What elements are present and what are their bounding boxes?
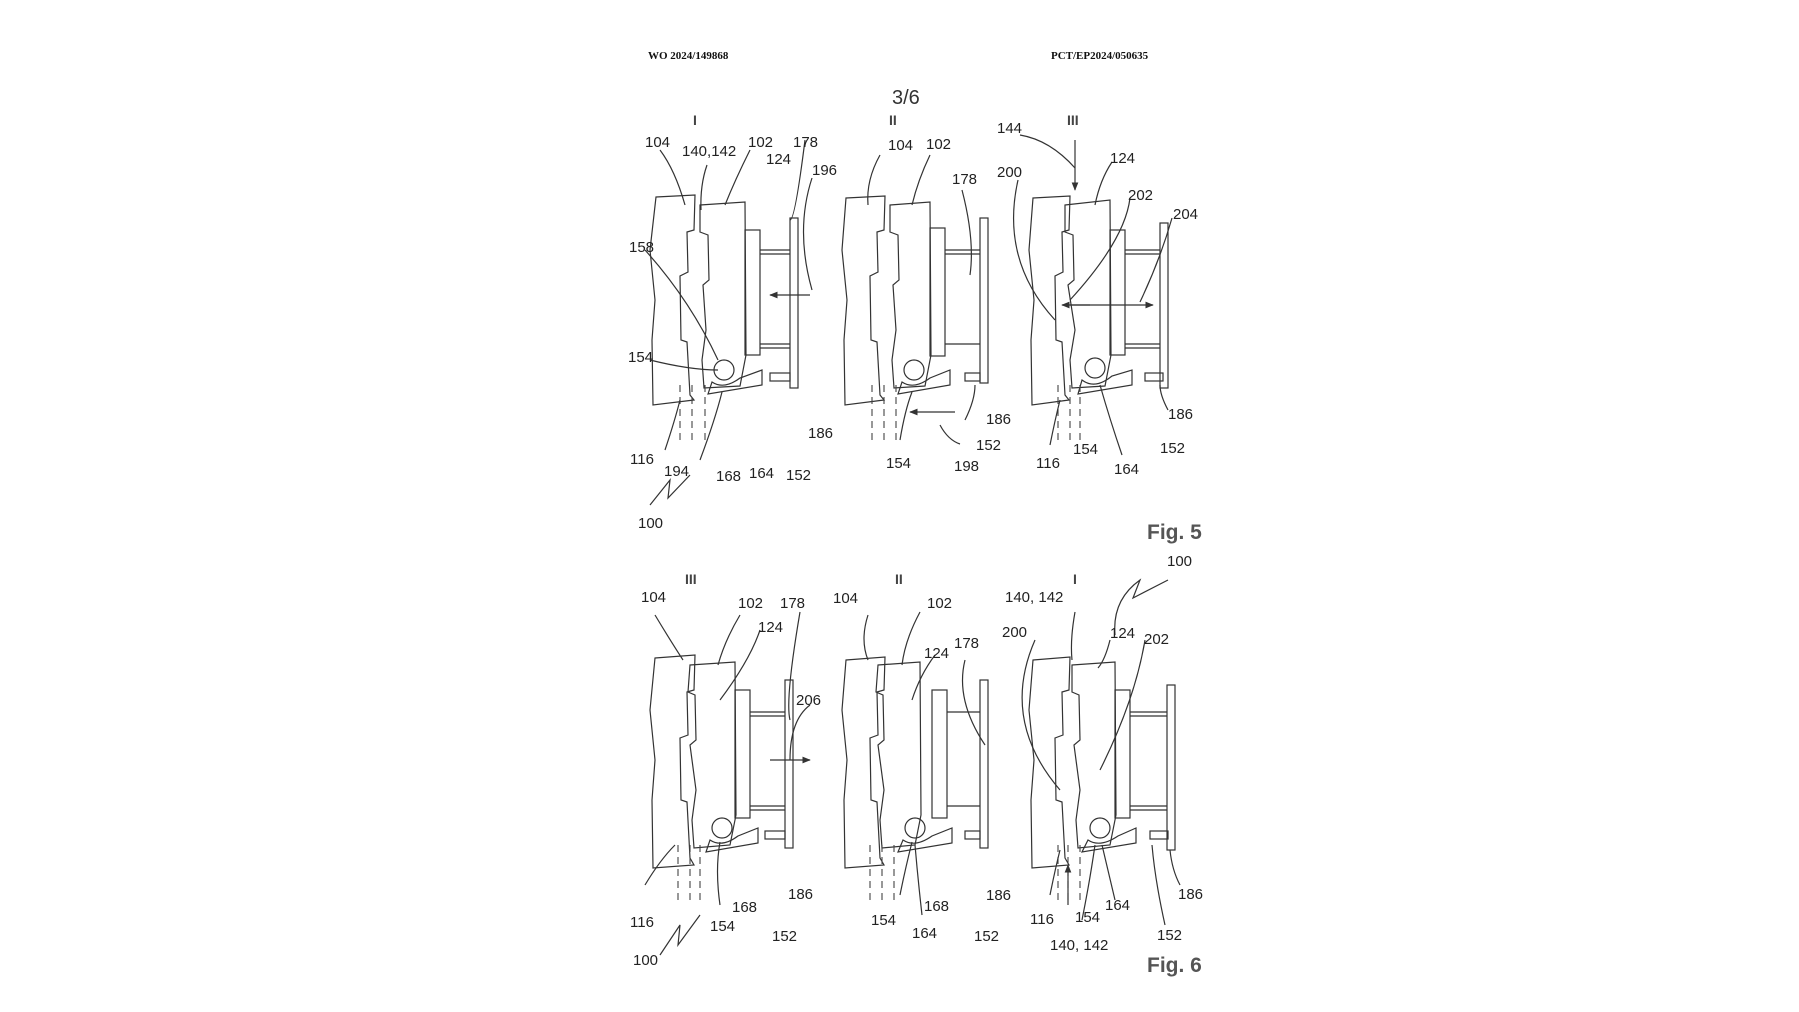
fig5-label-124: 124 — [766, 151, 791, 168]
figure-5: I 104 140,142 102 178 124 196 158 154 11… — [628, 112, 1202, 544]
fig6-p1-label-164: 164 — [1105, 897, 1130, 914]
fig5-p3-label-202: 202 — [1128, 187, 1153, 204]
fig5-panel-3: III 144 124 200 202 204 116 154 164 152 … — [997, 112, 1198, 478]
fig6-p3-label-124: 124 — [758, 619, 783, 636]
fig5-label-116: 116 — [630, 451, 654, 468]
fig5-label-194: 194 — [664, 463, 689, 480]
fig5-panel1-position: I — [693, 112, 697, 128]
fig5-label-168: 168 — [716, 468, 741, 485]
fig6-p3-label-186: 186 — [788, 886, 813, 903]
fig6-panel1-position: I — [1073, 571, 1077, 587]
fig6-panel-2: II 104 102 124 178 154 164 168 152 186 — [833, 571, 1011, 945]
fig5-p2-label-152: 152 — [976, 437, 1001, 454]
fig5-label-100: 100 — [638, 515, 663, 532]
fig6-panel-1: I 100 140, 142 200 124 202 116 154 140, … — [1002, 553, 1203, 954]
fig6-p3-label-152: 152 — [772, 928, 797, 945]
fig5-p2-label-154: 154 — [886, 455, 911, 472]
fig5-label-196: 196 — [812, 162, 837, 179]
fig5-label-158: 158 — [629, 239, 654, 256]
sheet-number: 3/6 — [892, 87, 920, 109]
fig5-p3-label-204: 204 — [1173, 206, 1198, 223]
fig5-p3-label-124: 124 — [1110, 150, 1135, 167]
fig6-p1-label-100: 100 — [1167, 553, 1192, 570]
figure-6: III 104 102 178 124 206 116 154 168 152 … — [630, 553, 1203, 977]
fig6-p2-label-186: 186 — [986, 887, 1011, 904]
fig6-caption: Fig. 6 — [1147, 954, 1202, 977]
fig5-caption: Fig. 5 — [1147, 521, 1202, 544]
fig6-p3-label-178: 178 — [780, 595, 805, 612]
fig6-p1-label-154: 154 — [1075, 909, 1100, 926]
fig6-p3-label-168: 168 — [732, 899, 757, 916]
fig6-p3-label-104: 104 — [641, 589, 666, 606]
fig5-p2-label-186: 186 — [986, 411, 1011, 428]
fig5-panel-2: II 104 102 178 154 186 152 198 — [841, 112, 1011, 475]
fig6-p1-label-200: 200 — [1002, 624, 1027, 641]
fig6-p1-label-124: 124 — [1110, 625, 1135, 642]
fig5-p3-label-152: 152 — [1160, 440, 1185, 457]
fig5-p2-label-102: 102 — [926, 136, 951, 153]
fig6-p1-label-140-142-bottom: 140, 142 — [1050, 937, 1108, 954]
fig6-p2-label-152: 152 — [974, 928, 999, 945]
fig5-label-104: 104 — [645, 134, 670, 151]
fig5-p3-label-200: 200 — [997, 164, 1022, 181]
fig5-p2-label-104: 104 — [888, 137, 913, 154]
application-number: PCT/EP2024/050635 — [1051, 50, 1149, 62]
fig6-panel3-position: III — [685, 571, 697, 587]
fig5-p3-label-154: 154 — [1073, 441, 1098, 458]
fig5-label-178: 178 — [793, 134, 818, 151]
fig6-p2-label-154: 154 — [871, 912, 896, 929]
fig6-p2-label-102: 102 — [927, 595, 952, 612]
fig5-label-102: 102 — [748, 134, 773, 151]
fig5-label-154: 154 — [628, 349, 653, 366]
fig5-panel-1: I 104 140,142 102 178 124 196 158 154 11… — [628, 112, 837, 532]
publication-number: WO 2024/149868 — [648, 50, 729, 62]
fig5-label-186: 186 — [808, 425, 833, 442]
fig5-p3-label-144: 144 — [997, 120, 1022, 137]
fig6-panel2-position: II — [895, 571, 903, 587]
fig6-p2-label-164: 164 — [912, 925, 937, 942]
fig5-panel3-position: III — [1067, 112, 1079, 128]
fig5-label-164: 164 — [749, 465, 774, 482]
fig6-p1-label-202: 202 — [1144, 631, 1169, 648]
fig6-p2-label-168: 168 — [924, 898, 949, 915]
fig6-p1-label-140-142: 140, 142 — [1005, 589, 1063, 606]
fig5-panel2-position: II — [889, 112, 897, 128]
fig6-p3-label-102: 102 — [738, 595, 763, 612]
fig5-label-140-142: 140,142 — [682, 143, 736, 160]
fig6-p3-label-116: 116 — [630, 914, 654, 931]
fig6-panel-3: III 104 102 178 124 206 116 154 168 152 … — [630, 571, 821, 969]
fig6-p2-label-178: 178 — [954, 635, 979, 652]
fig5-p3-label-186: 186 — [1168, 406, 1193, 423]
fig6-p3-label-154: 154 — [710, 918, 735, 935]
fig6-p3-label-206: 206 — [796, 692, 821, 709]
fig6-p1-label-152: 152 — [1157, 927, 1182, 944]
fig5-p2-label-178: 178 — [952, 171, 977, 188]
fig6-p3-label-100: 100 — [633, 952, 658, 969]
fig6-p1-label-186: 186 — [1178, 886, 1203, 903]
fig5-p3-label-164: 164 — [1114, 461, 1139, 478]
fig5-p3-label-116: 116 — [1036, 455, 1060, 472]
fig6-p2-label-124: 124 — [924, 645, 949, 662]
fig6-p1-label-116: 116 — [1030, 911, 1054, 928]
fig5-label-152: 152 — [786, 467, 811, 484]
fig5-p2-label-198: 198 — [954, 458, 979, 475]
fig6-p2-label-104: 104 — [833, 590, 858, 607]
